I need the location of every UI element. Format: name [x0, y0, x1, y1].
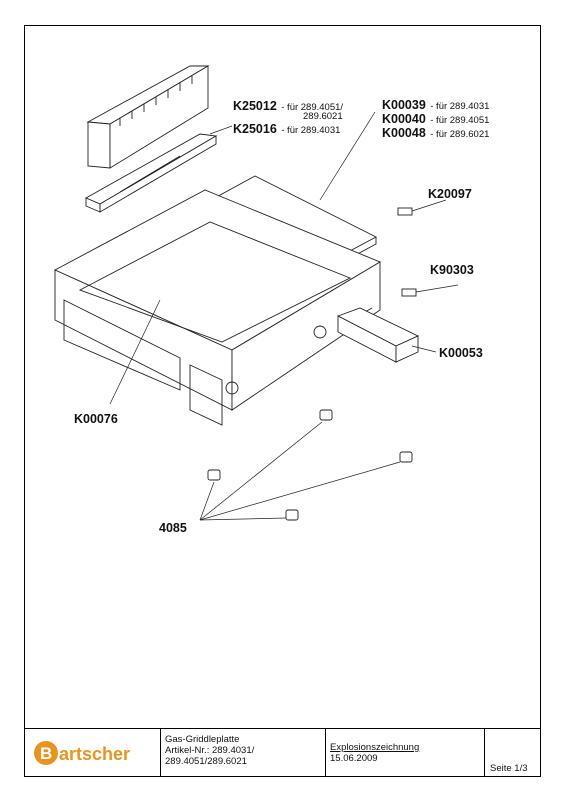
callout-k20097: K20097	[428, 187, 472, 201]
burner-cover-part	[86, 65, 210, 169]
clip-part-k20097	[397, 207, 413, 216]
part-note: - für 289.4051/	[281, 102, 344, 113]
document-type: Explosionszeichnung	[330, 742, 420, 753]
svg-text:B: B	[40, 744, 52, 763]
callout-k90303: K90303	[430, 263, 474, 277]
callout-k25016: K25016 - für 289.4031	[233, 121, 340, 137]
article-number-line1: Artikel-Nr.: 289.4031/	[165, 745, 255, 756]
part-note: - für 289.4031	[281, 125, 341, 136]
part-note: - für 289.4031	[430, 101, 490, 112]
callout-4085: 4085	[159, 521, 187, 535]
drawing-sheet	[24, 25, 541, 777]
clip-part-k90303	[401, 288, 417, 297]
part-code: K00040	[382, 112, 426, 126]
part-code: K00039	[382, 98, 426, 112]
part-code: K25012	[233, 99, 277, 113]
callout-k00076: K00076	[74, 412, 118, 426]
callout-k00048: K00048 - für 289.6021	[382, 125, 489, 141]
article-number-line2: 289.4051/289.6021	[165, 756, 247, 767]
part-code: K25016	[233, 122, 277, 136]
callout-k25012: K25012 - für 289.4051/	[233, 98, 343, 114]
callout-k25012-note-line2: 289.6021	[303, 111, 343, 122]
document-date: 15.06.2009	[330, 753, 378, 764]
burner-rail-part	[84, 133, 218, 213]
logo-wordmark: artscher	[59, 744, 130, 764]
part-note: - für 289.6021	[430, 129, 490, 140]
callout-k00053: K00053	[439, 346, 483, 360]
callout-k00040: K00040 - für 289.4051	[382, 111, 489, 127]
drip-tray-part	[336, 307, 420, 363]
page-number: Seite 1/3	[490, 763, 528, 774]
logo-b-circle-icon	[34, 741, 58, 765]
bartscher-logo: B artscher	[32, 738, 152, 773]
part-code: K00048	[382, 126, 426, 140]
product-name: Gas-Griddleplatte	[165, 734, 240, 745]
title-block: B artscher Gas-Griddleplatte Artikel-Nr.…	[24, 728, 541, 777]
leader-lines	[109, 111, 459, 521]
foot-parts	[207, 409, 413, 521]
part-note: - für 289.4051	[430, 115, 490, 126]
callout-k00039: K00039 - für 289.4031	[382, 97, 489, 113]
griddle-housing	[53, 189, 382, 426]
title-block-frame	[24, 728, 541, 777]
